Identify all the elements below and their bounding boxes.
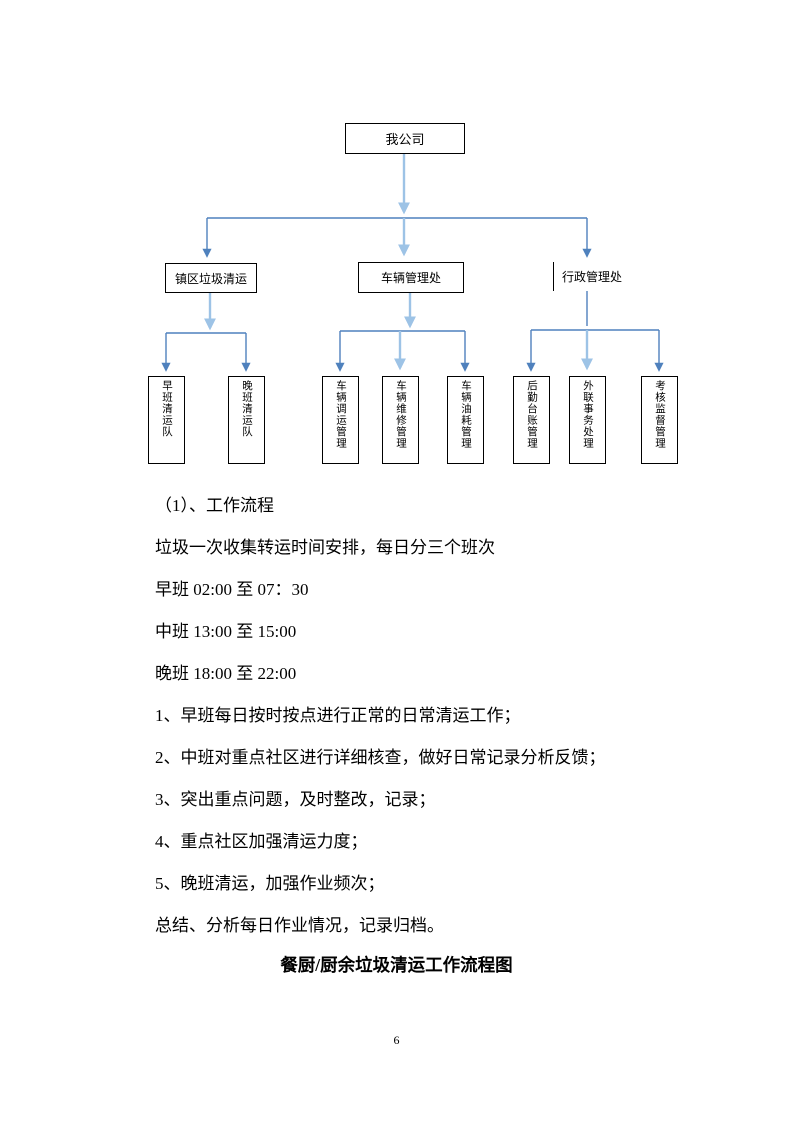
paragraph: 1、早班每日按时按点进行正常的日常清运工作； — [155, 706, 521, 725]
section-heading: （1）、工作流程 — [155, 496, 274, 515]
figure-caption: 餐厨/厨余垃圾清运工作流程图 — [280, 955, 513, 975]
paragraph: 3、突出重点问题，及时整改，记录； — [155, 790, 436, 809]
org-box-vehicle-maintenance: 车辆维修管理 — [382, 376, 419, 464]
org-box-external-affairs: 外联事务处理 — [569, 376, 606, 464]
org-box-assessment: 考核监督管理 — [641, 376, 678, 464]
org-box-vehicle-dept: 车辆管理处 — [358, 262, 464, 293]
org-box-vehicle-fuel: 车辆油耗管理 — [447, 376, 484, 464]
paragraph: 2、中班对重点社区进行详细核查，做好日常记录分析反馈； — [155, 748, 606, 767]
paragraph: 总结、分析每日作业情况，记录归档。 — [155, 916, 444, 935]
org-box-admin-dept: 行政管理处 — [553, 262, 668, 291]
org-box-morning-team: 早班清运队 — [148, 376, 185, 464]
document-body: （1）、工作流程 垃圾一次收集转运时间安排，每日分三个班次 早班 02:00 至… — [155, 496, 700, 958]
org-box-vehicle-dispatch: 车辆调运管理 — [322, 376, 359, 464]
paragraph: 早班 02:00 至 07：30 — [155, 580, 309, 599]
paragraph: 5、晚班清运，加强作业频次； — [155, 874, 385, 893]
page-number: 6 — [393, 1033, 400, 1047]
org-box-logistics-ledger: 后勤台账管理 — [513, 376, 550, 464]
paragraph: 晚班 18:00 至 22:00 — [155, 664, 297, 683]
org-box-evening-team: 晚班清运队 — [228, 376, 265, 464]
org-box-district-waste: 镇区垃圾清运 — [165, 263, 257, 293]
paragraph: 4、重点社区加强清运力度； — [155, 832, 368, 851]
paragraph: 垃圾一次收集转运时间安排，每日分三个班次 — [155, 538, 495, 557]
org-box-company: 我公司 — [345, 123, 465, 154]
paragraph: 中班 13:00 至 15:00 — [155, 622, 297, 641]
